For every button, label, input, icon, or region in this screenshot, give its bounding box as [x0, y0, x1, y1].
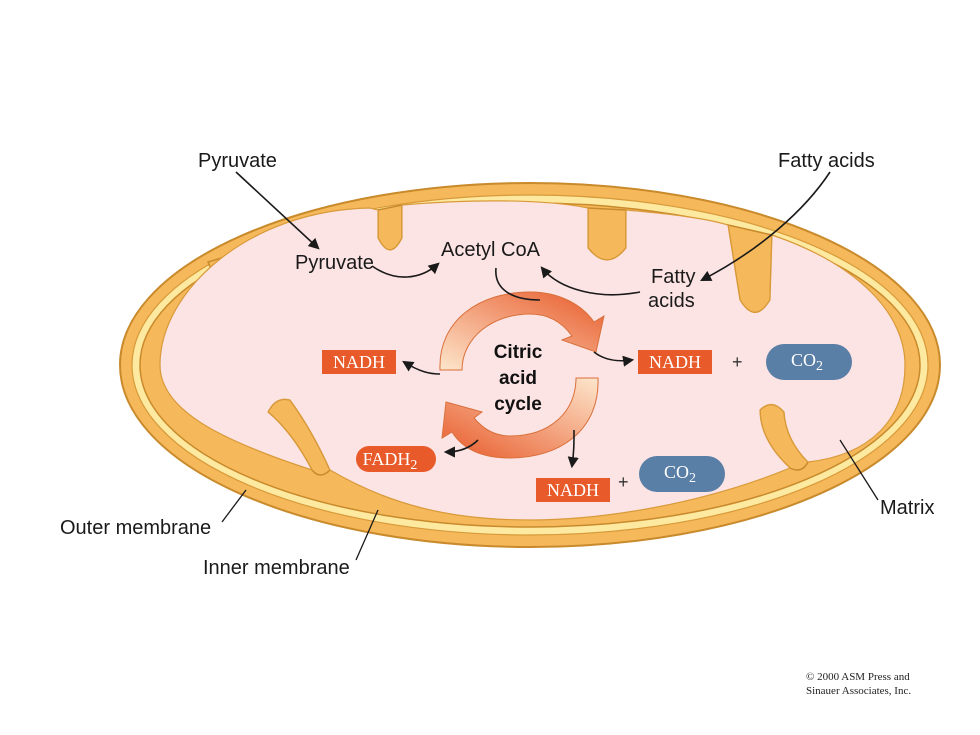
label-fatty-inside-2: acids — [648, 290, 695, 312]
nadh-bottom-label: NADH — [547, 480, 599, 500]
nadh-left-label: NADH — [333, 352, 385, 372]
nadh-right: NADH — [638, 350, 712, 374]
citric-acid-cycle: Citric acid cycle — [439, 291, 605, 459]
copyright-line-2: Sinauer Associates, Inc. — [806, 685, 912, 697]
leader-matrix — [839, 439, 879, 501]
label-fatty-inside-1: Fatty — [651, 266, 695, 288]
matrix-region — [159, 200, 906, 521]
plus-top: + — [732, 352, 743, 372]
svg-text:FADH2: FADH2 — [363, 449, 418, 473]
co2-bottom-subscript: 2 — [689, 471, 696, 486]
cycle-arrow-top — [439, 291, 605, 371]
copyright-line-1: © 2000 ASM Press and — [806, 671, 910, 683]
co2-bottom: CO2 — [639, 456, 725, 492]
fadh2-label: FADH — [363, 449, 411, 469]
copyright-notice: © 2000 ASM Press and Sinauer Associates,… — [806, 670, 966, 698]
co2-top: CO2 — [766, 344, 852, 380]
arrow-acetyl-to-cycle — [495, 267, 541, 301]
fadh2: FADH2 — [356, 446, 436, 473]
svg-text:CO2: CO2 — [664, 462, 696, 486]
arrow-to-nadh-right — [593, 351, 635, 367]
co2-top-label: CO — [791, 350, 816, 370]
fadh2-subscript: 2 — [410, 458, 417, 473]
arrow-to-nadh-bottom — [567, 429, 579, 469]
plus-bottom: + — [618, 472, 629, 492]
nadh-right-label: NADH — [649, 352, 701, 372]
cycle-arrow-bottom — [441, 377, 599, 459]
cycle-label-line1: Citric — [494, 342, 543, 363]
arrow-to-nadh-left — [402, 360, 441, 375]
arrow-fatty-to-acetyl — [540, 266, 641, 296]
label-fatty-acids-outside: Fatty acids — [778, 150, 875, 172]
co2-bottom-label: CO — [664, 462, 689, 482]
pathway-arrows — [235, 171, 831, 469]
co2-top-subscript: 2 — [816, 359, 823, 374]
label-pyruvate-inside: Pyruvate — [295, 252, 374, 274]
leader-outer-membrane — [221, 489, 247, 523]
leader-inner-membrane — [355, 509, 379, 561]
label-outer-membrane: Outer membrane — [60, 517, 211, 539]
nadh-bottom: NADH — [536, 478, 610, 502]
arrow-pyruvate-to-acetyl — [371, 262, 440, 278]
leader-lines — [221, 439, 879, 561]
label-matrix: Matrix — [880, 497, 934, 519]
cycle-label-line3: cycle — [494, 394, 542, 415]
label-acetyl-coa: Acetyl CoA — [441, 239, 541, 261]
arrow-to-fadh — [443, 439, 479, 458]
arrow-pyruvate-in — [235, 171, 320, 250]
label-inner-membrane: Inner membrane — [203, 557, 350, 579]
cycle-label-line2: acid — [499, 368, 537, 389]
arrow-fatty-acids-in — [700, 171, 831, 282]
svg-text:CO2: CO2 — [791, 350, 823, 374]
nadh-left: NADH — [322, 350, 396, 374]
label-pyruvate-outside: Pyruvate — [198, 150, 277, 172]
